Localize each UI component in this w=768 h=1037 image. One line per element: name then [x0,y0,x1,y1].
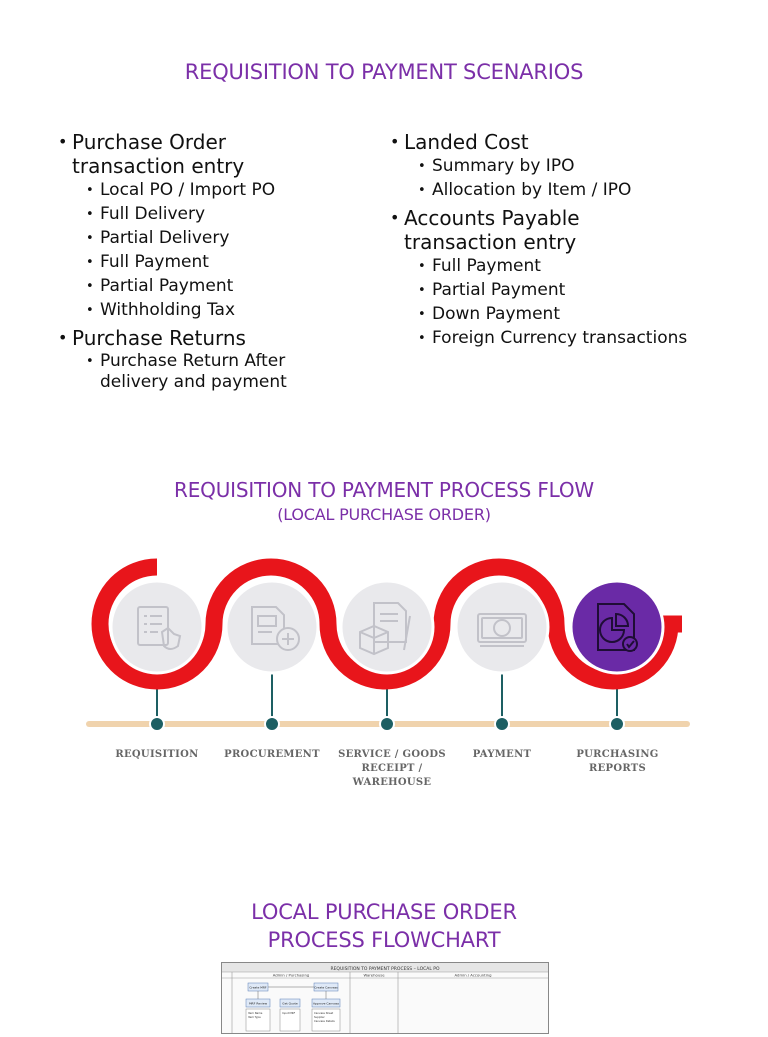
list-item: Purchase Returns [58,326,358,350]
checklist-hand-icon [137,606,182,650]
timeline-node [609,716,625,732]
step-label-payment: PAYMENT [472,749,532,760]
list-item: Full Payment [86,251,358,274]
flowchart-note: Canvass Sheet [314,1011,333,1015]
flowchart-box: Get Quote [282,1002,298,1006]
flowchart-graphic: REQUISITION TO PAYMENT PROCESS – LOCAL P… [222,963,548,1033]
lane-label: Warehouse [363,973,385,978]
timeline-node [379,716,395,732]
step-label-goods-receipt: SERVICE / GOODS RECEIPT / WAREHOUSE [338,749,446,788]
process-flow-diagram: REQUISITION PROCUREMENT SERVICE / GOODS … [0,540,768,840]
flowchart-box: Create MRF [249,986,267,990]
list-item: Full Payment [418,255,750,278]
process-wave [91,558,682,690]
flowchart-box: MRF Review [249,1002,268,1006]
list-item: Landed Cost [390,130,750,154]
step-label-requisition: REQUISITION [115,749,199,760]
step-label-procurement: PROCUREMENT [224,749,320,760]
flowchart-note: Supplier [314,1015,326,1019]
flowchart-note: Canvass Details [314,1019,335,1023]
list-item: Purchase Return After delivery and payme… [86,351,310,393]
timeline-node [149,716,165,732]
list-item: Allocation by Item / IPO [418,179,750,202]
process-flow-subtitle: (LOCAL PURCHASE ORDER) [277,505,491,524]
list-item: Down Payment [418,303,750,326]
list-item: Partial Payment [86,275,358,298]
step-goods-receipt [339,579,435,675]
flowchart-title-text: LOCAL PURCHASE ORDER PROCESS FLOWCHART [251,900,517,952]
list-item: Partial Payment [418,279,750,302]
step-payment [454,579,550,675]
timeline-nodes [149,670,625,732]
flowchart-thumbnail: REQUISITION TO PAYMENT PROCESS – LOCAL P… [221,962,549,1034]
list-item: Foreign Currency transactions [418,327,750,350]
scenarios-left-column: Purchase Order transaction entry Local P… [58,126,358,393]
process-flow-title: REQUISITION TO PAYMENT PROCESS FLOW [174,478,594,502]
list-item: Accounts Payable transaction entry [390,206,604,254]
step-requisition [109,579,205,675]
step-procurement [224,579,320,675]
list-item: Partial Delivery [86,227,358,250]
flowchart-note: Item Name [248,1011,263,1015]
list-item: Withholding Tax [86,299,358,322]
list-item: Purchase Order transaction entry [58,130,272,178]
money-icon [477,613,527,647]
list-item: Summary by IPO [418,155,750,178]
lane-label: Admin / Purchasing [273,973,310,978]
process-flow-graphic [86,558,690,732]
add-document-icon [251,606,300,651]
flowchart-title: LOCAL PURCHASE ORDER PROCESS FLOWCHART [0,898,768,954]
flowchart-note: Item Type [248,1015,261,1019]
timeline-node [264,716,280,732]
scenarios-right-column: Landed Cost Summary by IPO Allocation by… [390,126,750,350]
flowchart-box: Create Canvass [314,986,338,990]
list-item: Full Delivery [86,203,358,226]
timeline-node [494,716,510,732]
report-chart-icon [597,603,638,652]
step-purchasing-reports [569,579,665,675]
boxes-document-icon [359,602,411,656]
step-label-purchasing-reports: PURCHASING REPORTS [576,749,659,774]
lane-label: Admin / Accounting [455,973,493,978]
flowchart-header: REQUISITION TO PAYMENT PROCESS – LOCAL P… [330,966,440,972]
flowchart-box: Approve Canvass [313,1002,339,1006]
scenarios-title: REQUISITION TO PAYMENT SCENARIOS [184,60,584,84]
flowchart-note: Input MRF [282,1011,296,1015]
list-item: Local PO / Import PO [86,179,358,202]
